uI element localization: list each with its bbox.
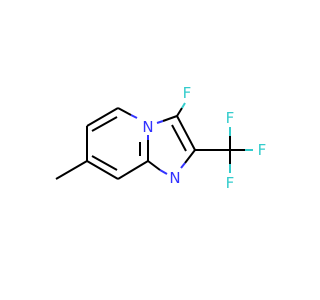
bond-c2-n-ring-c-part	[184, 149, 196, 164]
pyridine-ring	[86, 107, 149, 180]
atom-label-f-bottom: F	[226, 174, 235, 192]
bond-n-ring-c8a-n-part	[159, 169, 168, 175]
bond-n-bridge-c3-n-part	[156, 120, 164, 124]
bond-c7-c8	[86, 160, 119, 180]
bond-c5-c6	[86, 107, 119, 127]
bond-c3-c2	[176, 115, 196, 151]
bond-methyl	[55, 160, 88, 180]
atom-label-n-ring: N	[169, 169, 180, 187]
bond-c3-f-c-part	[176, 107, 183, 117]
bond-n-bridge-c5-c-part	[117, 107, 132, 116]
bond-n-ring-c8a-c-part	[147, 160, 161, 171]
imidazole-ring	[147, 115, 196, 175]
bond-c2-n-ring-n-part	[180, 162, 186, 169]
molecule-structure-diagram: N N F F F F	[55, 84, 267, 192]
atom-label-n-bridge: N	[142, 118, 153, 136]
atom-label-f-ring: F	[183, 84, 192, 102]
bond-c3-f-f-part	[181, 102, 186, 109]
bond-c3-c2-double	[171, 124, 187, 152]
bond-n-bridge-c3-c-part	[162, 115, 178, 122]
bond-n-bridge-c5-n-part	[130, 114, 138, 119]
atom-label-f-right: F	[258, 141, 267, 159]
atom-label-f-top: F	[226, 109, 235, 127]
bond-c8-c8a	[117, 160, 149, 180]
bond-c5-c6-double	[91, 116, 118, 132]
bond-c7-c8-double	[91, 155, 118, 171]
